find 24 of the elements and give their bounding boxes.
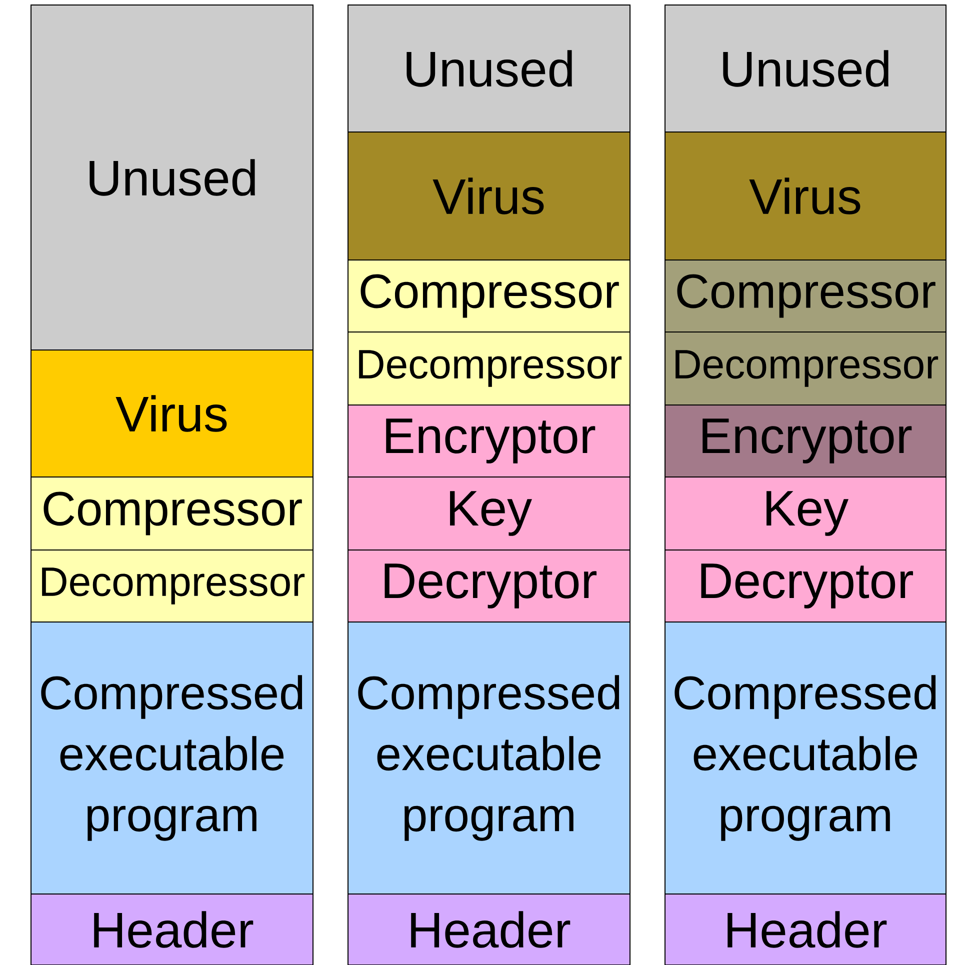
memory-segment: Virus — [664, 131, 946, 260]
memory-segment: Unused — [348, 4, 630, 132]
memory-segment: Compressor — [30, 476, 314, 550]
memory-segment: Virus — [30, 349, 314, 478]
memory-segment: Unused — [30, 4, 314, 350]
memory-segment: Compressed executable program — [348, 621, 630, 894]
memory-segment: Header — [664, 893, 946, 965]
memory-segment: Header — [30, 893, 314, 965]
memory-segment: Compressed executable program — [30, 621, 314, 894]
memory-segment: Encryptor — [348, 404, 630, 478]
memory-segment: Decompressor — [348, 331, 630, 406]
memory-segment: Header — [348, 893, 630, 965]
memory-segment: Decompressor — [664, 331, 946, 406]
memory-segment: Compressed executable program — [664, 621, 946, 894]
memory-segment: Encryptor — [664, 404, 946, 478]
memory-segment: Key — [664, 476, 946, 550]
memory-segment: Decryptor — [348, 549, 630, 622]
memory-segment: Virus — [348, 131, 630, 260]
memory-segment: Compressor — [664, 259, 946, 332]
memory-segment: Decryptor — [664, 549, 946, 622]
memory-segment: Unused — [664, 4, 946, 132]
memory-segment: Decompressor — [30, 549, 314, 622]
memory-segment: Key — [348, 476, 630, 550]
memory-segment: Compressor — [348, 259, 630, 332]
